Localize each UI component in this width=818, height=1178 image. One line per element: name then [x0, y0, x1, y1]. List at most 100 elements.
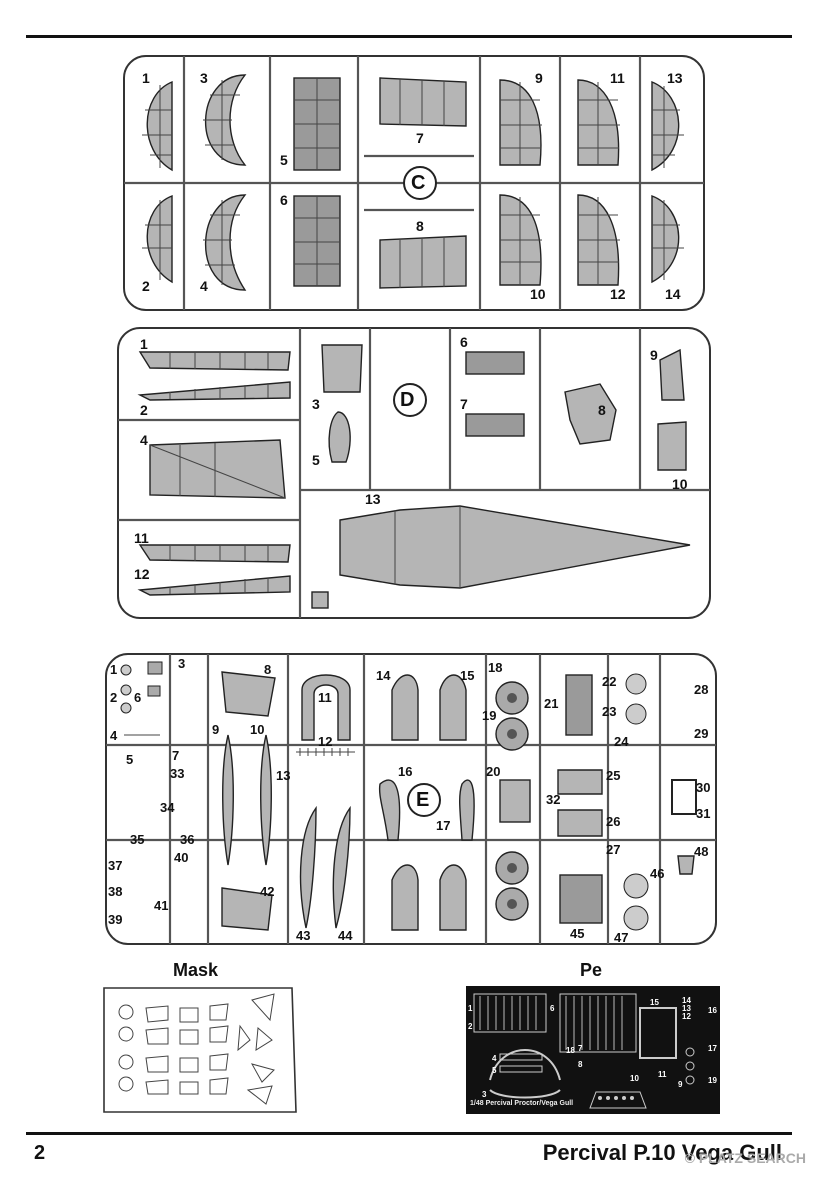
- sprue-e-number: 45: [570, 926, 585, 941]
- pe-fret-text: 1/48 Percival Proctor/Vega Gull: [470, 1100, 574, 1107]
- sprue-e-number: 21: [544, 696, 559, 711]
- sprue-d-number: 9: [650, 347, 658, 363]
- sprue-e-number: 17: [436, 818, 451, 833]
- sprue-e-number: 47: [614, 930, 629, 945]
- sprue-e-number: 24: [614, 734, 629, 749]
- sprue-d-number: 5: [312, 452, 320, 468]
- sprue-c-number: 2: [142, 278, 150, 294]
- sprue-d-number: 8: [598, 402, 606, 418]
- sprue-e-number: 1: [110, 662, 118, 677]
- sprue-d-number: 12: [134, 566, 150, 582]
- sprue-e-number: 12: [318, 734, 333, 749]
- mask-title: Mask: [173, 960, 219, 980]
- sprue-e-number: 29: [694, 726, 709, 741]
- sprue-e-number: 41: [154, 898, 169, 913]
- sprue-e-number: 15: [460, 668, 475, 683]
- pe-number: 7: [578, 1044, 583, 1053]
- sprue-d-number: 7: [460, 396, 468, 412]
- sprue-c-number: 12: [610, 286, 626, 302]
- pe-number: 14: [682, 996, 691, 1005]
- bottom-rule: [26, 1132, 792, 1135]
- sprue-d-number: 11: [134, 530, 149, 546]
- pe-number: 16: [708, 1006, 717, 1015]
- pe-number: 12: [682, 1012, 691, 1021]
- pe-number: 2: [468, 1022, 473, 1031]
- sprue-e-number: 10: [250, 722, 265, 737]
- sprue-e-number: 20: [486, 764, 501, 779]
- pe-number: 18: [566, 1046, 575, 1055]
- page-number: 2: [34, 1142, 46, 1164]
- sprue-c-number: 8: [416, 218, 424, 234]
- sprue-d-letter: D: [400, 389, 415, 411]
- sprue-e-number: 22: [602, 674, 617, 689]
- sprue-e-number: 48: [694, 844, 709, 859]
- sprue-d-number: 1: [140, 336, 148, 352]
- sprue-e-number: 34: [160, 800, 175, 815]
- pe-number: 6: [550, 1004, 555, 1013]
- sprue-e-number: 27: [606, 842, 621, 857]
- sprue-e-number: 32: [546, 792, 561, 807]
- pe-number: 10: [630, 1074, 639, 1083]
- sprue-e-number: 35: [130, 832, 145, 847]
- sprue-e-number: 28: [694, 682, 709, 697]
- sprue-e-number: 2: [110, 690, 118, 705]
- sprue-c-number: 14: [665, 286, 681, 302]
- sprue-d-number: 3: [312, 396, 320, 412]
- sprue-e-number: 13: [276, 768, 291, 783]
- sprue-d-number: 6: [460, 334, 468, 350]
- pe-number: 19: [708, 1076, 717, 1085]
- sprue-c-number: 3: [200, 70, 208, 86]
- sprue-e-number: 7: [172, 748, 180, 763]
- sprue-e-number: 4: [110, 728, 118, 743]
- sprue-c-number: 4: [200, 278, 208, 294]
- sprue-d-number: 13: [365, 491, 381, 507]
- sprue-d-number: 10: [672, 476, 688, 492]
- sprue-e-number: 40: [174, 850, 189, 865]
- pe-number: 11: [658, 1070, 667, 1079]
- pe-number: 15: [650, 998, 659, 1007]
- top-rule: [26, 35, 792, 38]
- sprue-e-number: 43: [296, 928, 311, 943]
- sprue-e-letter: E: [416, 789, 430, 811]
- sprue-e-number: 3: [178, 656, 186, 671]
- sprue-e-number: 30: [696, 780, 711, 795]
- sprue-e-number: 37: [108, 858, 123, 873]
- sprue-e-number: 38: [108, 884, 123, 899]
- sprue-c-number: 6: [280, 192, 288, 208]
- pe-number: 8: [578, 1060, 583, 1069]
- sprue-e-number: 44: [338, 928, 353, 943]
- page-title: Percival P.10 Vega Gull: [542, 1140, 782, 1165]
- sprue-e-number: 5: [126, 752, 134, 767]
- sprue-c-number: 10: [530, 286, 546, 302]
- sprue-e-number: 42: [260, 884, 275, 899]
- sprue-c-number: 9: [535, 70, 543, 86]
- watermark: © PLATZ SEARCH: [684, 1150, 806, 1166]
- sprue-c-number: 1: [142, 70, 150, 86]
- pe-number: 3: [482, 1090, 487, 1099]
- sprue-e-number: 11: [318, 690, 332, 705]
- pe-number: 4: [492, 1054, 497, 1063]
- sprue-c-number: 13: [667, 70, 683, 86]
- sprue-e-number: 9: [212, 722, 220, 737]
- sprue-e-number: 8: [264, 662, 272, 677]
- sprue-c-number: 5: [280, 152, 288, 168]
- sprue-e-number: 31: [696, 806, 711, 821]
- sprue-e-number: 18: [488, 660, 503, 675]
- pe-number: 13: [682, 1004, 691, 1013]
- sprue-e-number: 16: [398, 764, 413, 779]
- sprue-c-number: 7: [416, 130, 424, 146]
- sprue-e-number: 14: [376, 668, 391, 683]
- sprue-d-number: 4: [140, 432, 148, 448]
- sprue-e-number: 6: [134, 690, 142, 705]
- sprue-e-number: 26: [606, 814, 621, 829]
- sprue-e-number: 46: [650, 866, 665, 881]
- sprue-e-number: 25: [606, 768, 621, 783]
- pe-title: Pe: [580, 960, 603, 980]
- pe-number: 1: [468, 1004, 473, 1013]
- pe-number: 5: [492, 1066, 497, 1075]
- sprue-e-number: 23: [602, 704, 617, 719]
